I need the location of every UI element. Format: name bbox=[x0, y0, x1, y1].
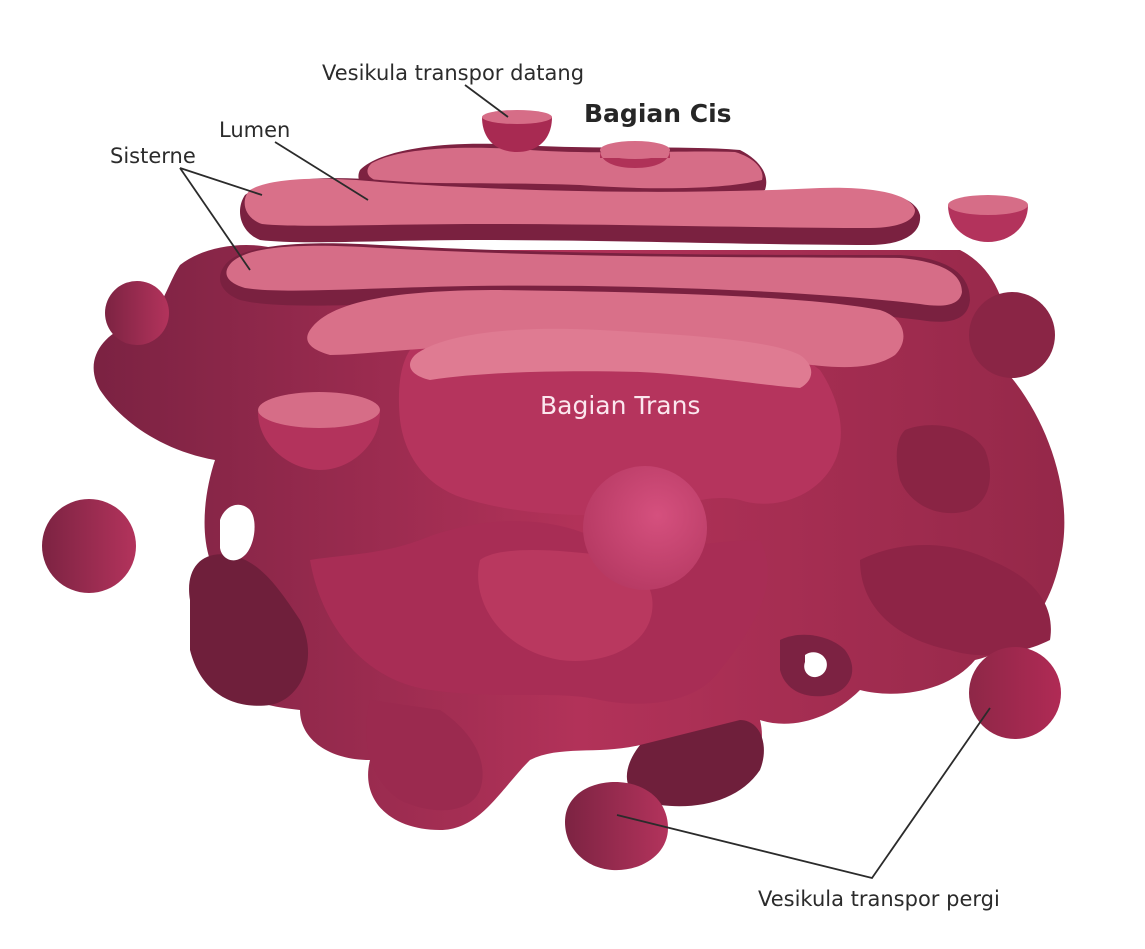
cisterne-leader-1 bbox=[179, 167, 263, 196]
cisternae-stack bbox=[220, 143, 970, 388]
trans-face-label: Bagian Trans bbox=[540, 391, 700, 420]
incoming-vesicles bbox=[258, 110, 1028, 470]
incoming-vesicle-label: Vesikula transpor datang bbox=[322, 61, 584, 85]
outgoing-vesicle-label: Vesikula transpor pergi bbox=[758, 887, 1000, 911]
central-vesicle bbox=[583, 466, 707, 590]
lumen-leader bbox=[274, 141, 369, 201]
lumen-label: Lumen bbox=[219, 118, 290, 142]
cis-face-label: Bagian Cis bbox=[584, 99, 732, 128]
outgoing-vesicle-leader bbox=[616, 707, 991, 880]
side-vesicles bbox=[42, 281, 1055, 593]
outgoing-vesicles bbox=[565, 647, 1061, 871]
cisterne-leader-2 bbox=[179, 167, 251, 271]
leader-lines bbox=[179, 84, 991, 880]
cisternae-label: Sisterne bbox=[110, 144, 196, 168]
incoming-vesicle-leader bbox=[464, 84, 509, 118]
